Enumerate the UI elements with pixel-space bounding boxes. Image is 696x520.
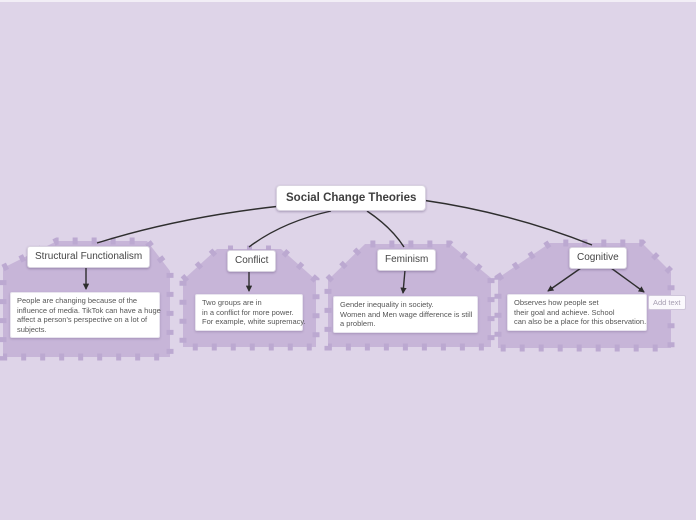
branch-node-label: Structural Functionalism bbox=[35, 251, 143, 262]
note-line: Observes how people set bbox=[514, 298, 599, 307]
note-conflict[interactable]: Two groups are in in a conflict for more… bbox=[195, 294, 306, 331]
add-text-placeholder[interactable]: Add text bbox=[648, 295, 686, 310]
note-line: Gender inequality in society. bbox=[340, 300, 434, 309]
root-node-label: Social Change Theories bbox=[286, 192, 417, 204]
connector-root-cognitive bbox=[421, 199, 593, 246]
note-feminism[interactable]: Gender inequality in society. Women and … bbox=[333, 296, 478, 333]
note-line: their goal and achieve. School bbox=[514, 307, 615, 317]
branch-node-label: Feminism bbox=[385, 254, 429, 265]
add-text-label: Add text bbox=[653, 298, 681, 307]
note-line: a problem. bbox=[340, 319, 376, 328]
note-line: in a conflict for more power. bbox=[202, 307, 294, 317]
note-line: Women and Men wage difference is still bbox=[340, 309, 473, 319]
connector-feminism-note bbox=[400, 269, 407, 294]
connector-cognitive-note bbox=[547, 267, 582, 292]
connector-root-structural-functionalism bbox=[96, 205, 282, 244]
note-line: subjects. bbox=[17, 324, 47, 334]
branch-node-conflict[interactable]: Conflict bbox=[227, 250, 277, 272]
note-cognitive[interactable]: Observes how people set their goal and a… bbox=[507, 294, 647, 331]
connector-root-conflict bbox=[248, 210, 332, 248]
note-line: People are changing because of the bbox=[17, 296, 138, 305]
note-line: affect a person's perspective on a lot o… bbox=[17, 315, 148, 324]
branch-node-cognitive[interactable]: Cognitive bbox=[569, 247, 627, 269]
note-line: can also be a place for this observation… bbox=[514, 317, 647, 326]
connector-root-feminism bbox=[366, 210, 405, 248]
note-line: For example, white supremacy. bbox=[202, 317, 306, 326]
note-line: Two groups are in bbox=[202, 298, 262, 307]
note-structural-functionalism[interactable]: People are changing because of the influ… bbox=[10, 292, 161, 338]
branch-node-feminism[interactable]: Feminism bbox=[377, 249, 437, 271]
branch-node-label: Conflict bbox=[235, 255, 269, 266]
note-line: influence of media. TikTok can have a hu… bbox=[17, 305, 161, 315]
window-top-edge bbox=[0, 0, 696, 2]
connector-cognitive-addtext bbox=[610, 267, 645, 293]
branch-node-structural-functionalism[interactable]: Structural Functionalism bbox=[27, 246, 151, 268]
branch-node-label: Cognitive bbox=[577, 252, 619, 263]
root-node-social-change-theories[interactable]: Social Change Theories bbox=[276, 185, 427, 211]
